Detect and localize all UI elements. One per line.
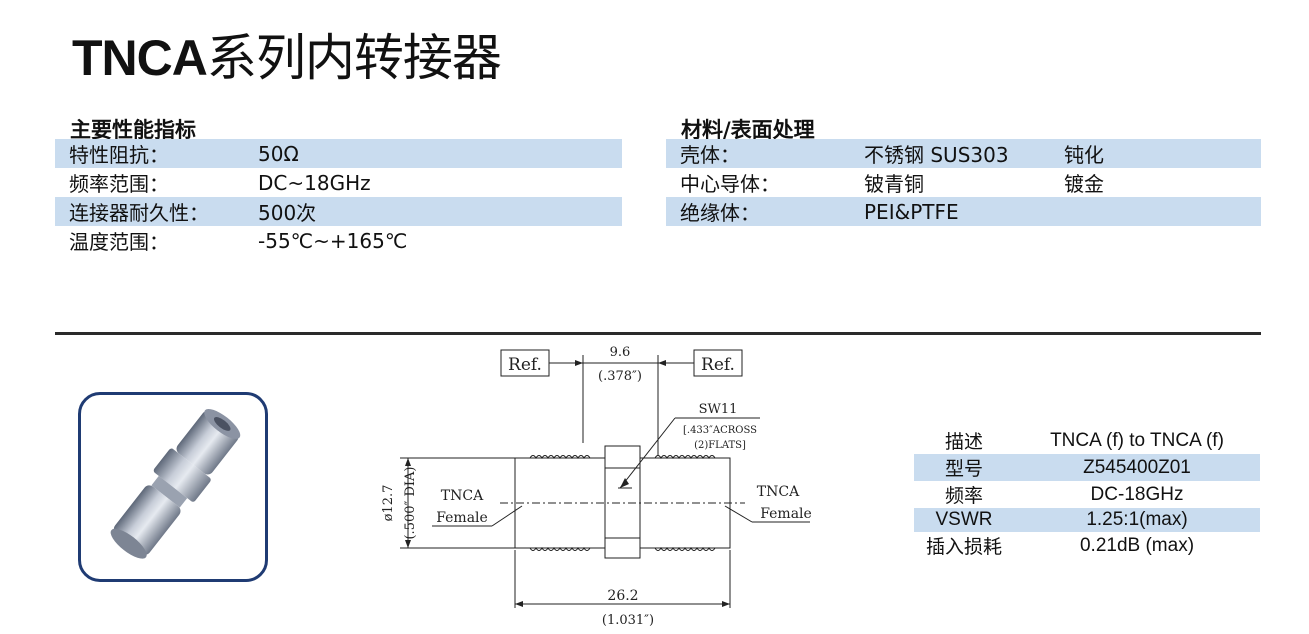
product-info-table: 描述 TNCA (f) to TNCA (f) 型号 Z545400Z01 频率… bbox=[914, 427, 1260, 559]
sw-note-2: (2)FLATS] bbox=[694, 440, 746, 451]
right-port-label: TNCA bbox=[757, 484, 800, 500]
technical-drawing: Ref. Ref. 9.6 (.378″) SW11 [.433″ACROSS … bbox=[381, 345, 812, 628]
dim-top-mm: 9.6 bbox=[610, 345, 631, 360]
spec-label: 连接器耐久性： bbox=[55, 197, 244, 226]
material-finish: 钝化 bbox=[1050, 139, 1261, 168]
table-row: 绝缘体： PEI&PTFE bbox=[666, 197, 1261, 226]
adapter-image bbox=[110, 409, 241, 559]
table-row: 特性阻抗： 50Ω bbox=[55, 139, 622, 168]
spec-label: 频率范围： bbox=[69, 172, 169, 196]
table-row: VSWR 1.25:1(max) bbox=[914, 508, 1260, 532]
spec-value: 50Ω bbox=[244, 139, 622, 168]
material-name: 铍青铜 bbox=[864, 172, 924, 196]
info-value: 0.21dB (max) bbox=[1079, 534, 1195, 556]
material-finish bbox=[1050, 197, 1261, 226]
dim-bottom-mm: 26.2 bbox=[607, 588, 638, 604]
info-key: 型号 bbox=[914, 454, 1014, 481]
performance-heading: 主要性能指标 bbox=[70, 118, 196, 142]
spec-value: -55℃~+165℃ bbox=[258, 228, 408, 253]
sw-note-1: [.433″ACROSS bbox=[683, 425, 757, 436]
performance-table: 特性阻抗： 50Ω 频率范围： DC~18GHz 连接器耐久性： 500次 温度… bbox=[55, 139, 622, 255]
material-finish: 镀金 bbox=[1064, 172, 1104, 196]
spec-value: DC~18GHz bbox=[258, 170, 371, 195]
page-title: TNCA系列内转接器 bbox=[72, 18, 502, 90]
sw-label: SW11 bbox=[699, 402, 738, 417]
info-value: TNCA (f) to TNCA (f) bbox=[1050, 429, 1224, 451]
info-value: 1.25:1(max) bbox=[1014, 508, 1260, 532]
spec-label: 特性阻抗： bbox=[55, 139, 244, 168]
table-row: 壳体： 不锈钢 SUS303 钝化 bbox=[666, 139, 1261, 168]
info-key: 插入损耗 bbox=[925, 537, 1002, 558]
info-key: VSWR bbox=[914, 508, 1014, 532]
table-row: 描述 TNCA (f) to TNCA (f) bbox=[914, 427, 1260, 454]
section-divider bbox=[55, 332, 1261, 335]
info-key: 频率 bbox=[944, 486, 983, 507]
table-row: 型号 Z545400Z01 bbox=[914, 454, 1260, 481]
table-row: 连接器耐久性： 500次 bbox=[55, 197, 622, 226]
material-name: PEI&PTFE bbox=[850, 197, 1050, 226]
table-row: 频率范围： DC~18GHz bbox=[55, 168, 622, 197]
material-part: 壳体： bbox=[666, 139, 850, 168]
dia-in: (.500″ DIA) bbox=[403, 466, 418, 539]
material-part: 绝缘体： bbox=[666, 197, 850, 226]
ref-label-left: Ref. bbox=[508, 355, 542, 375]
info-value: Z545400Z01 bbox=[1014, 454, 1260, 481]
right-port-gender: Female bbox=[760, 506, 812, 522]
material-part: 中心导体： bbox=[680, 172, 780, 196]
table-row: 插入损耗 0.21dB (max) bbox=[914, 532, 1260, 559]
left-port-label: TNCA bbox=[441, 488, 484, 504]
materials-heading: 材料/表面处理 bbox=[681, 118, 815, 142]
spec-label: 温度范围： bbox=[69, 230, 169, 254]
ref-label-right: Ref. bbox=[701, 355, 735, 375]
title-name: 系列内转接器 bbox=[206, 29, 502, 87]
info-value: DC-18GHz bbox=[1090, 483, 1184, 505]
spec-value: 500次 bbox=[244, 197, 622, 226]
table-row: 中心导体： 铍青铜 镀金 bbox=[666, 168, 1261, 197]
dia-mm: ø12.7 bbox=[381, 485, 396, 522]
dim-top-in: (.378″) bbox=[598, 369, 642, 384]
info-key: 描述 bbox=[944, 432, 983, 453]
table-row: 频率 DC-18GHz bbox=[914, 481, 1260, 508]
title-series: TNCA bbox=[72, 30, 208, 86]
product-photo bbox=[78, 392, 268, 582]
dim-bottom-in: (1.031″) bbox=[602, 613, 654, 628]
table-row: 温度范围： -55℃~+165℃ bbox=[55, 226, 622, 255]
left-port-gender: Female bbox=[436, 510, 488, 526]
material-name: 不锈钢 SUS303 bbox=[850, 139, 1050, 168]
materials-table: 壳体： 不锈钢 SUS303 钝化 中心导体： 铍青铜 镀金 绝缘体： PEI&… bbox=[666, 139, 1261, 226]
